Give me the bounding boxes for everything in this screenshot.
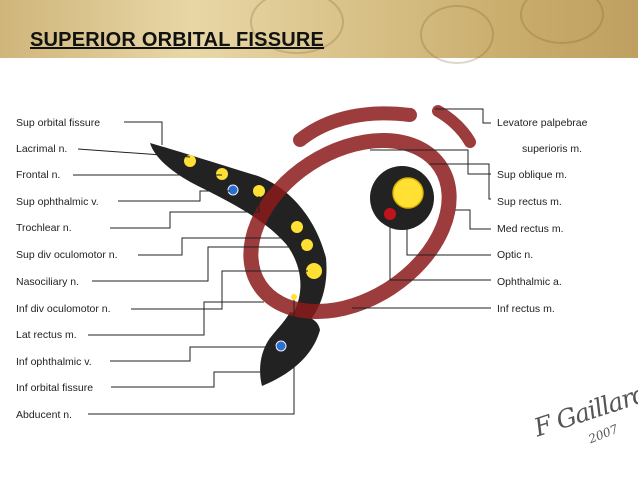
superior-oblique-arc	[438, 111, 470, 142]
sup-div-oculomotor-dot	[291, 221, 303, 233]
label-abducent-nerve: Abducent n.	[16, 409, 72, 421]
trochlear-nerve-dot	[253, 185, 265, 197]
left-labels: Sup orbital fissure Lacrimal n. Frontal …	[16, 117, 118, 421]
label-med-rectus: Med rectus m.	[497, 223, 564, 235]
inf-div-oculomotor-dot	[306, 263, 322, 279]
label-superioris: superioris m.	[522, 143, 582, 155]
label-sup-div-oculomotor: Sup div oculomotor n.	[16, 249, 118, 261]
label-inf-orbital-fissure: Inf orbital fissure	[16, 382, 93, 394]
common-tendinous-ring	[219, 105, 481, 347]
label-inf-ophthalmic-vein: Inf ophthalmic v.	[16, 356, 92, 368]
label-lacrimal-nerve: Lacrimal n.	[16, 143, 67, 155]
label-sup-rectus: Sup rectus m.	[497, 196, 562, 208]
label-optic-nerve: Optic n.	[497, 249, 533, 261]
label-ophthalmic-artery: Ophthalmic a.	[497, 276, 562, 288]
label-frontal-nerve: Frontal n.	[16, 169, 60, 181]
label-sup-orbital-fissure: Sup orbital fissure	[16, 117, 100, 129]
inf-ophthalmic-vein-dot	[276, 341, 286, 351]
label-nasociliary-nerve: Nasociliary n.	[16, 276, 79, 288]
label-inf-div-oculomotor: Inf div oculomotor n.	[16, 303, 111, 315]
right-labels: Levatore palpebrae superioris m. Sup obl…	[497, 117, 588, 315]
inferior-orbital-fissure-shape	[260, 312, 320, 386]
abducent-nerve-dot	[291, 294, 297, 300]
optic-nerve-dot	[393, 178, 423, 208]
ophthalmic-artery-dot	[384, 208, 396, 220]
label-sup-oblique: Sup oblique m.	[497, 169, 567, 181]
label-lat-rectus: Lat rectus m.	[16, 329, 77, 341]
label-sup-ophthalmic-vein: Sup ophthalmic v.	[16, 196, 99, 208]
sup-ophthalmic-vein-dot	[228, 185, 238, 195]
frontal-nerve-dot	[216, 168, 228, 180]
label-levatore-palpebrae: Levatore palpebrae	[497, 117, 588, 129]
label-inf-rectus: Inf rectus m.	[497, 303, 555, 315]
nasociliary-nerve-dot	[301, 239, 313, 251]
label-trochlear-nerve: Trochlear n.	[16, 222, 72, 234]
